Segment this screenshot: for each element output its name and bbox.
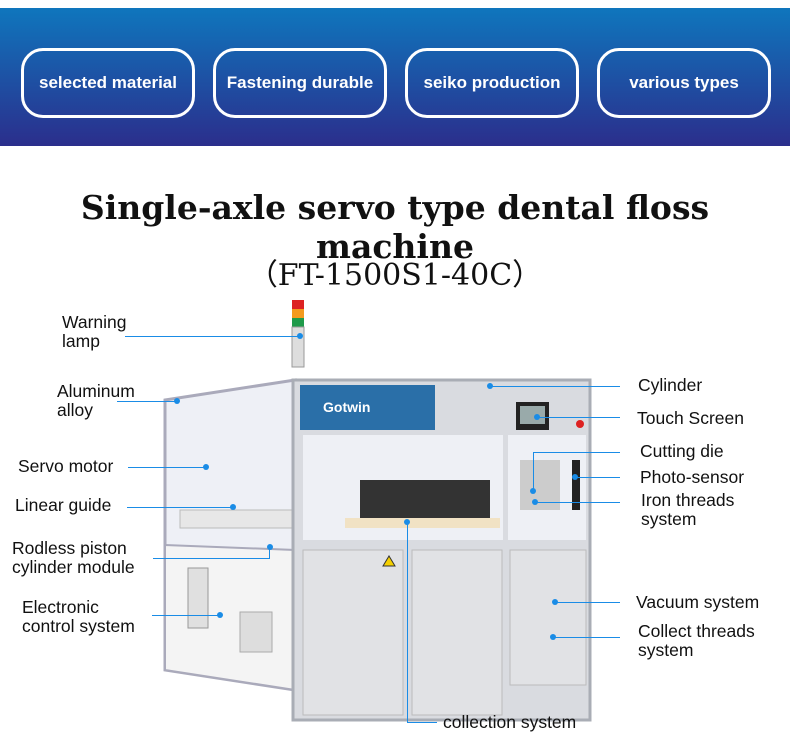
leader-line	[533, 452, 620, 453]
callout-dot	[550, 634, 556, 640]
callout-dot	[230, 504, 236, 510]
callout-dot	[532, 499, 538, 505]
leader-line	[575, 477, 620, 478]
callout-dot	[530, 488, 536, 494]
leader-line	[407, 722, 437, 723]
callout-photo-sensor: Photo-sensor	[640, 467, 745, 487]
lamp-orange	[292, 309, 304, 318]
callout-rodless-piston: Rodless piston cylinder module	[12, 538, 135, 577]
callout-dot	[267, 544, 273, 550]
callout-cutting-die: Cutting die	[640, 441, 724, 461]
feature-badge: seiko production	[405, 48, 579, 118]
feature-badge: Fastening durable	[213, 48, 387, 118]
leader-line	[537, 417, 620, 418]
callout-dot	[174, 398, 180, 404]
leader-line	[153, 558, 270, 559]
leader-line	[535, 502, 620, 503]
leader-line	[269, 547, 270, 559]
leader-line	[127, 507, 233, 508]
leader-line	[128, 467, 206, 468]
leader-line	[555, 602, 620, 603]
callout-collection-system: collection system	[443, 712, 577, 732]
feature-badge: various types	[597, 48, 771, 118]
callout-iron-threads: Iron threads system	[641, 490, 735, 529]
leader-line	[490, 386, 620, 387]
leader-line	[407, 522, 408, 722]
callout-dot	[203, 464, 209, 470]
callout-dot	[534, 414, 540, 420]
callout-dot	[552, 599, 558, 605]
leader-line	[152, 615, 220, 616]
callout-electronic-control: Electronic control system	[22, 597, 135, 636]
callout-servo-motor: Servo motor	[18, 456, 114, 476]
lamp-green	[292, 318, 304, 327]
lamp-red	[292, 300, 304, 309]
callout-aluminum-alloy: Aluminum alloy	[57, 381, 135, 420]
leader-line	[533, 452, 534, 490]
callout-vacuum-system: Vacuum system	[636, 592, 760, 612]
feature-banner: selected material Fastening durable seik…	[0, 8, 790, 146]
callout-dot	[572, 474, 578, 480]
callout-cylinder: Cylinder	[638, 375, 703, 395]
page-title: Single-axle servo type dental floss mach…	[80, 188, 710, 266]
leader-line	[117, 401, 177, 402]
callout-linear-guide: Linear guide	[15, 495, 112, 515]
callout-collect-threads: Collect threads system	[638, 621, 755, 660]
leader-line	[553, 637, 620, 638]
callout-warning-lamp: Warning lamp	[62, 312, 127, 351]
callout-touch-screen: Touch Screen	[637, 408, 745, 428]
callout-dot	[217, 612, 223, 618]
model-number: （FT-1500S1-40C）	[247, 258, 543, 293]
callout-dot	[297, 333, 303, 339]
leader-line	[125, 336, 300, 337]
callout-dot	[487, 383, 493, 389]
brand-logo: Gotwin	[323, 399, 370, 415]
callout-dot	[404, 519, 410, 525]
feature-badge: selected material	[21, 48, 195, 118]
